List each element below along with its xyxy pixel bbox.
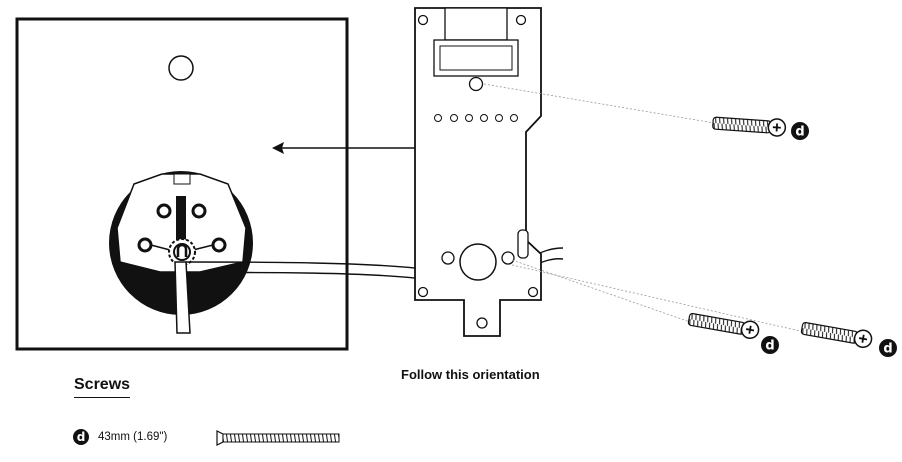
- screw-legend-item: d 43mm (1.69"): [73, 426, 167, 448]
- mounting-plate: [415, 8, 541, 336]
- screw-bottom-right: [801, 320, 873, 349]
- callout-badge-bottom-right: d: [879, 339, 897, 357]
- screw-type-badge: d: [73, 429, 89, 445]
- screw-size-label: 43mm (1.69"): [98, 431, 167, 443]
- callout-badge-top: d: [791, 122, 809, 140]
- orientation-caption: Follow this orientation: [401, 367, 540, 382]
- callout-badge-bottom-left: d: [761, 336, 779, 354]
- screws-heading: Screws: [74, 376, 130, 398]
- door-hole: [169, 56, 193, 80]
- legend-screw-icon: [217, 431, 339, 445]
- svg-text:d: d: [883, 342, 892, 357]
- screw-top: [712, 115, 786, 137]
- screw-bottom-left: [688, 311, 760, 340]
- svg-text:d: d: [765, 339, 774, 354]
- svg-text:d: d: [795, 125, 804, 140]
